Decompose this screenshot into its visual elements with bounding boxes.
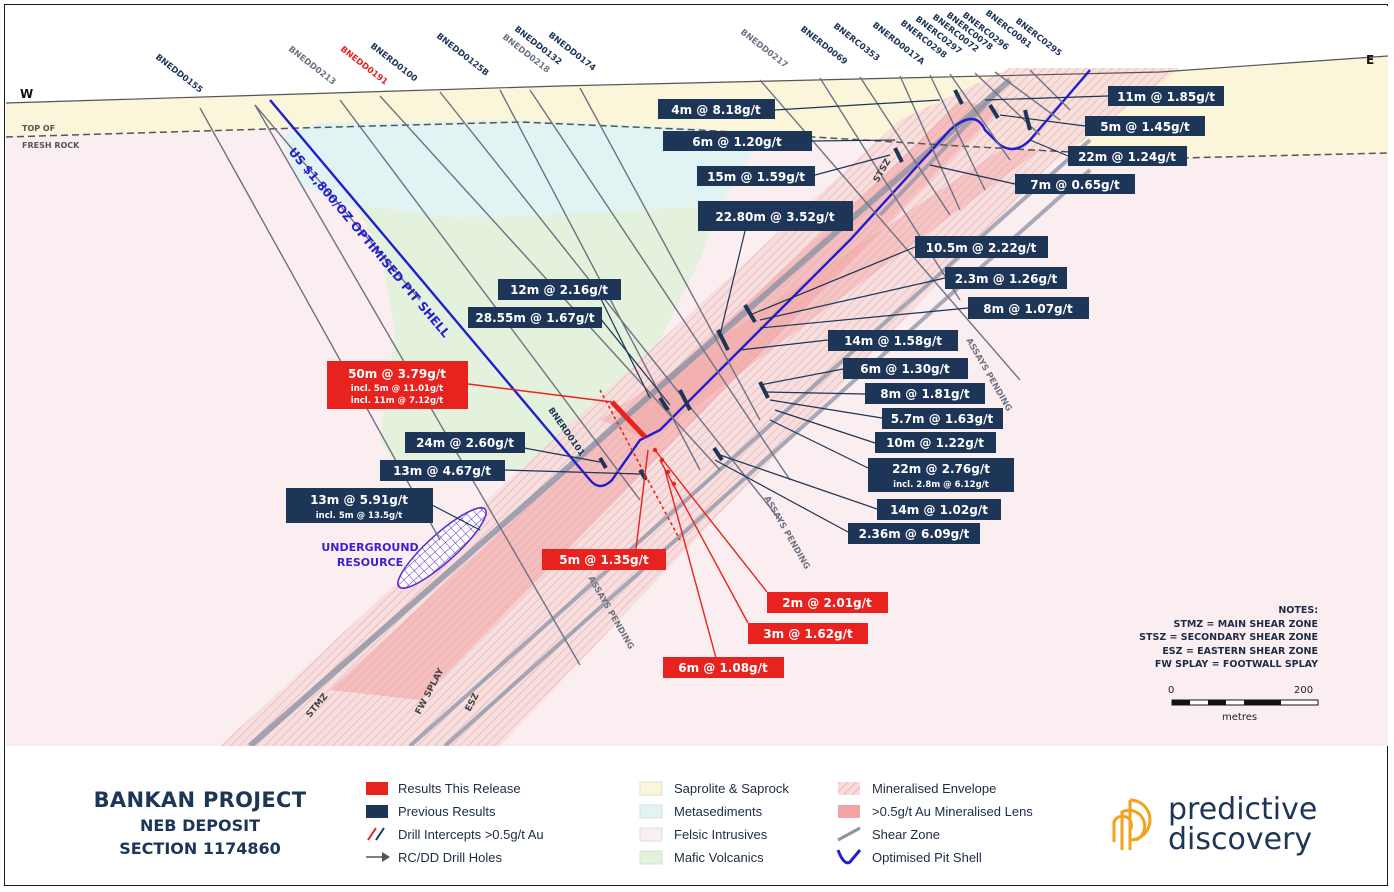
result-label: 4m @ 8.18g/t <box>671 103 761 117</box>
result-label: 6m @ 1.20g/t <box>692 135 782 149</box>
result-label: 15m @ 1.59g/t <box>707 170 805 184</box>
result-label: 6m @ 1.30g/t <box>860 362 950 376</box>
stsz-shear-zone <box>878 88 1002 217</box>
result-label: 5m @ 1.45g/t <box>1100 120 1190 134</box>
leader-lines <box>431 95 1109 533</box>
result-sublabel: incl. 5m @ 13.5g/t <box>316 511 403 521</box>
result-label: 5.7m @ 1.63g/t <box>891 412 994 426</box>
top-of-fresh-rock-line <box>6 121 1388 159</box>
result-label: 13m @ 4.67g/t <box>393 464 491 478</box>
underground-resource <box>397 507 487 589</box>
legend-swatches <box>366 781 862 865</box>
fresh-rock-label: FRESH ROCK <box>22 141 80 150</box>
optimised-pit-shell <box>269 69 1091 488</box>
result-label: 28.55m @ 1.67g/t <box>475 311 594 325</box>
underground-label: UNDERGROUND <box>321 541 418 554</box>
scale-bar <box>1171 699 1319 706</box>
topography-line <box>6 55 1388 104</box>
result-label: 13m @ 5.91g/t <box>310 493 408 507</box>
release-label: 3m @ 1.62g/t <box>763 627 853 641</box>
result-label: 22m @ 1.24g/t <box>1078 150 1176 164</box>
result-label: 14m @ 1.02g/t <box>890 503 988 517</box>
result-label: 8m @ 1.81g/t <box>880 387 970 401</box>
esz-shear-zone <box>443 168 1092 746</box>
release-intercept <box>610 400 647 439</box>
metasediments-area <box>280 120 760 220</box>
result-label: 12m @ 2.16g/t <box>510 283 608 297</box>
result-label: 24m @ 2.60g/t <box>416 436 514 450</box>
release-sublabel: incl. 5m @ 11.01g/t <box>351 384 443 394</box>
predictive-discovery-logo-mark <box>1112 798 1152 850</box>
stmz-shear-zone <box>248 77 1012 746</box>
previous-intercepts <box>598 89 1032 482</box>
result-label: 11m @ 1.85g/t <box>1117 90 1215 104</box>
result-label: 14m @ 1.58g/t <box>844 334 942 348</box>
release-label: 6m @ 1.08g/t <box>678 661 768 675</box>
result-label: 8m @ 1.07g/t <box>983 302 1073 316</box>
release-label: 50m @ 3.79g/t <box>348 367 446 381</box>
release-sublabel: incl. 11m @ 7.12g/t <box>351 396 443 406</box>
result-label: 7m @ 0.65g/t <box>1030 178 1120 192</box>
result-sublabel: incl. 2.8m @ 6.12g/t <box>893 480 989 490</box>
result-label: 10.5m @ 2.22g/t <box>926 241 1037 255</box>
release-leader-lines <box>467 383 768 659</box>
result-label: 10m @ 1.22g/t <box>886 436 984 450</box>
previous-result-labels: 4m @ 8.18g/t 11m @ 1.85g/t 5m @ 1.45g/t … <box>286 86 1224 544</box>
release-label: 2m @ 2.01g/t <box>782 596 872 610</box>
result-label: 2.3m @ 1.26g/t <box>955 272 1058 286</box>
top-of-fresh-rock-label: TOP OF <box>22 124 55 133</box>
release-label: 5m @ 1.35g/t <box>559 553 649 567</box>
resource-label: RESOURCE <box>337 556 403 569</box>
result-label: 2.36m @ 6.09g/t <box>859 527 970 541</box>
result-label: 22.80m @ 3.52g/t <box>715 210 834 224</box>
release-result-labels: 50m @ 3.79g/t incl. 5m @ 11.01g/t incl. … <box>327 361 888 678</box>
west-label: W <box>20 87 33 101</box>
mineralised-lens <box>330 100 1000 700</box>
east-label: E <box>1366 53 1374 67</box>
result-label: 22m @ 2.76g/t <box>892 462 990 476</box>
